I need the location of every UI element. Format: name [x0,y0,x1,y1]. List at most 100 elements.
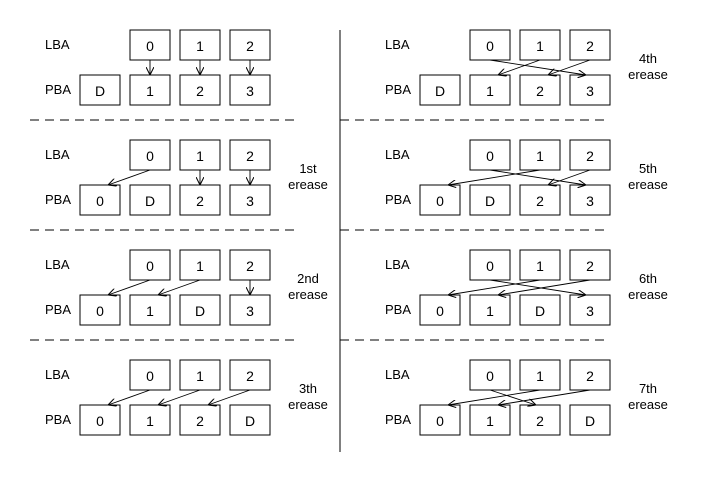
pba-box-value: 1 [486,303,494,319]
erase-caption-line: erease [288,287,328,302]
pba-box-value: 1 [146,413,154,429]
pba-box-0 [419,404,461,436]
mapping-arrow-lba0-to-pba3 [489,169,586,185]
lba-box-1 [519,359,561,391]
erase-caption-line: erease [288,397,328,412]
pba-box-3 [569,294,611,326]
erase-caption-line: erease [288,177,328,192]
pba-row-label: PBA [385,192,411,207]
erase-caption-line: erease [628,177,668,192]
lba-box-value: 1 [196,38,204,54]
pba-box-3 [569,404,611,436]
mapping-arrow-lba0-to-pba0 [108,169,151,185]
pba-box-value: D [245,413,255,429]
lba-box-0 [129,249,171,281]
erase-caption-line: 2nd [297,271,319,286]
lba-box-0 [469,359,511,391]
lba-row-label: LBA [45,257,70,272]
pba-box-value: D [435,83,445,99]
lba-box-1 [179,249,221,281]
pba-box-1 [129,404,171,436]
mapping-arrow-lba1-to-pba0 [448,169,541,185]
erase-caption-line: 4th [639,51,657,66]
lba-box-value: 0 [486,258,494,274]
pba-box-value: 1 [146,303,154,319]
pba-box-value: 3 [586,83,594,99]
erase-caption-line: 7th [639,381,657,396]
pba-box-value: 0 [96,413,104,429]
lba-box-value: 1 [536,148,544,164]
lba-box-0 [469,139,511,171]
pba-box-3 [569,184,611,216]
pba-row-label: PBA [45,82,71,97]
pba-box-value: 0 [436,193,444,209]
lba-box-value: 2 [246,368,254,384]
lba-row-label: LBA [385,257,410,272]
pba-row-label: PBA [45,412,71,427]
lba-box-value: 2 [586,368,594,384]
pba-box-value: 1 [486,83,494,99]
pba-box-value: D [535,303,545,319]
mapping-arrow-lba2-to-pba2 [208,389,251,405]
pba-box-value: 1 [146,83,154,99]
lba-row-label: LBA [45,37,70,52]
lba-box-value: 0 [146,38,154,54]
pba-box-2 [179,294,221,326]
lba-box-1 [519,249,561,281]
mapping-arrow-lba1-to-pba1 [498,59,541,75]
pba-box-value: D [585,413,595,429]
lba-box-value: 1 [536,258,544,274]
lba-box-2 [569,359,611,391]
erase-caption-line: 5th [639,161,657,176]
lba-box-1 [519,29,561,61]
erase-caption-line: erease [628,287,668,302]
pba-box-value: 0 [96,193,104,209]
erase-caption-line: 6th [639,271,657,286]
erase-caption-line: erease [628,67,668,82]
pba-box-3 [229,74,271,106]
lba-box-value: 1 [196,148,204,164]
mapping-arrow-lba2-to-pba1 [498,279,591,295]
lba-box-2 [229,139,271,171]
pba-box-value: 3 [586,193,594,209]
lba-box-1 [179,359,221,391]
lba-box-2 [229,359,271,391]
pba-box-2 [519,74,561,106]
lba-box-value: 2 [586,148,594,164]
lba-box-0 [469,249,511,281]
pba-box-1 [129,294,171,326]
pba-box-0 [79,294,121,326]
lba-box-value: 1 [536,368,544,384]
lba-box-value: 0 [146,258,154,274]
lba-box-value: 1 [196,368,204,384]
lba-row-label: LBA [385,37,410,52]
pba-box-2 [179,184,221,216]
pba-row-label: PBA [45,302,71,317]
erase-caption-line: 3th [299,381,317,396]
lba-box-1 [179,29,221,61]
mapping-arrow-lba2-to-pba2 [548,169,591,185]
lba-box-value: 0 [146,368,154,384]
mapping-arrow-lba1-to-pba1 [158,279,201,295]
pba-box-value: 0 [436,413,444,429]
pba-box-0 [419,184,461,216]
pba-box-0 [79,184,121,216]
pba-box-value: D [195,303,205,319]
mapping-arrow-lba0-to-pba3 [489,279,586,295]
pba-box-2 [179,404,221,436]
pba-box-1 [469,74,511,106]
pba-box-0 [419,74,461,106]
lba-box-value: 0 [146,148,154,164]
pba-box-1 [469,404,511,436]
lba-box-value: 1 [536,38,544,54]
lba-box-0 [129,359,171,391]
lba-box-value: 2 [246,258,254,274]
pba-box-value: 2 [196,83,204,99]
mapping-arrow-lba0-to-pba3 [489,59,586,75]
erase-caption-line: 1st [299,161,317,176]
pba-box-1 [129,74,171,106]
